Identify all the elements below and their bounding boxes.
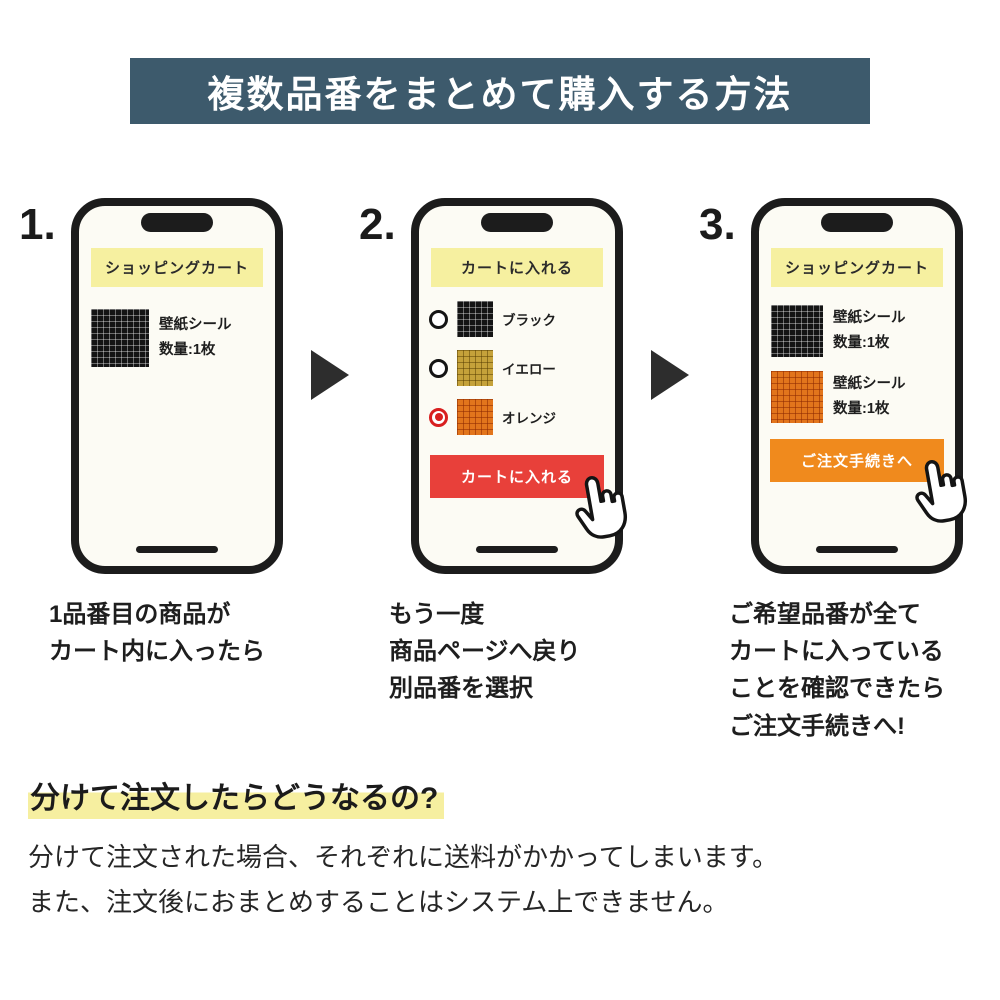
product-qty: 数量:1枚 [159,342,216,358]
hand-cursor-icon [915,460,968,523]
right-arrow-icon [651,350,689,400]
radio-unselected-icon[interactable] [429,358,448,378]
black-swatch-image [771,305,823,357]
option-label: ブラック [502,313,556,328]
option-label: オレンジ [502,411,556,426]
checkout-button[interactable]: ご注文手続きへ [770,439,944,482]
cart-item: 壁紙シール 数量:1枚 [91,309,263,367]
orange-swatch-image [457,399,493,435]
phone-mockup-2: カートに入れる ブラック イエロー オレンジ [411,198,628,574]
yellow-swatch-image [457,350,493,386]
step-1-caption: 1品番目の商品が カート内に入ったら [49,601,265,666]
steps-row: 1. ショッピングカート 壁紙シール 数量:1枚 1品番目の商品が カート内に入… [0,198,1000,745]
black-swatch-image [457,301,493,337]
footer-heading: 分けて注文したらどうなるの? [28,772,445,819]
add-to-cart-banner: カートに入れる [431,248,603,287]
step-2-number: 2. [359,200,396,249]
add-to-cart-button[interactable]: カートに入れる [430,455,604,498]
product-name: 壁紙シール [833,310,906,327]
radio-unselected-icon[interactable] [429,309,448,329]
cart-banner: ショッピングカート [771,248,943,287]
step-2: 2. カートに入れる ブラック イエロー [359,198,641,708]
home-indicator [476,546,558,553]
radio-selected-icon[interactable] [429,407,448,427]
footer-body-line: 分けて注文された場合、それぞれに送料がかかってしまいます。 [28,841,779,872]
color-option-orange[interactable]: オレンジ [429,399,605,435]
phone-notch [481,213,553,232]
color-option-black[interactable]: ブラック [429,301,605,337]
cart-banner: ショッピングカート [91,248,263,287]
step-3-number: 3. [699,200,736,249]
home-indicator [136,546,218,553]
cart-item: 壁紙シール 数量:1枚 [771,371,943,423]
step-3-caption: ご希望品番が全て カートに入っている ことを確認できたら ご注文手続きへ! [729,601,945,740]
page-title: 複数品番をまとめて購入する方法 [207,74,793,115]
phone-notch [821,213,893,232]
black-swatch-image [91,309,149,367]
phone-notch [141,213,213,232]
phone-mockup-3: ショッピングカート 壁紙シール 数量:1枚 壁紙シール 数量:1枚 [751,198,968,574]
step-2-caption: もう一度 商品ページへ戻り 別品番を選択 [389,601,581,703]
color-option-yellow[interactable]: イエロー [429,350,605,386]
step-3: 3. ショッピングカート 壁紙シール 数量:1枚 壁紙シール 数量:1枚 [699,198,981,745]
step-1-number: 1. [19,200,56,249]
home-indicator [816,546,898,553]
cart-item: 壁紙シール 数量:1枚 [771,305,943,357]
step-1: 1. ショッピングカート 壁紙シール 数量:1枚 1品番目の商品が カート内に入… [19,198,301,670]
product-qty: 数量:1枚 [833,401,890,417]
right-arrow-icon [311,350,349,400]
product-qty: 数量:1枚 [833,335,890,351]
product-name: 壁紙シール [833,376,906,393]
footer-body-line: また、注文後におまとめすることはシステム上できません。 [28,887,729,918]
option-label: イエロー [502,362,556,377]
title-banner: 複数品番をまとめて購入する方法 [130,58,870,124]
product-name: 壁紙シール [159,317,232,334]
hand-cursor-icon [575,476,628,539]
footer-note: 分けて注文したらどうなるの? 分けて注文された場合、それぞれに送料がかかってしま… [0,772,1000,926]
orange-swatch-image [771,371,823,423]
phone-mockup-1: ショッピングカート 壁紙シール 数量:1枚 [71,198,283,574]
